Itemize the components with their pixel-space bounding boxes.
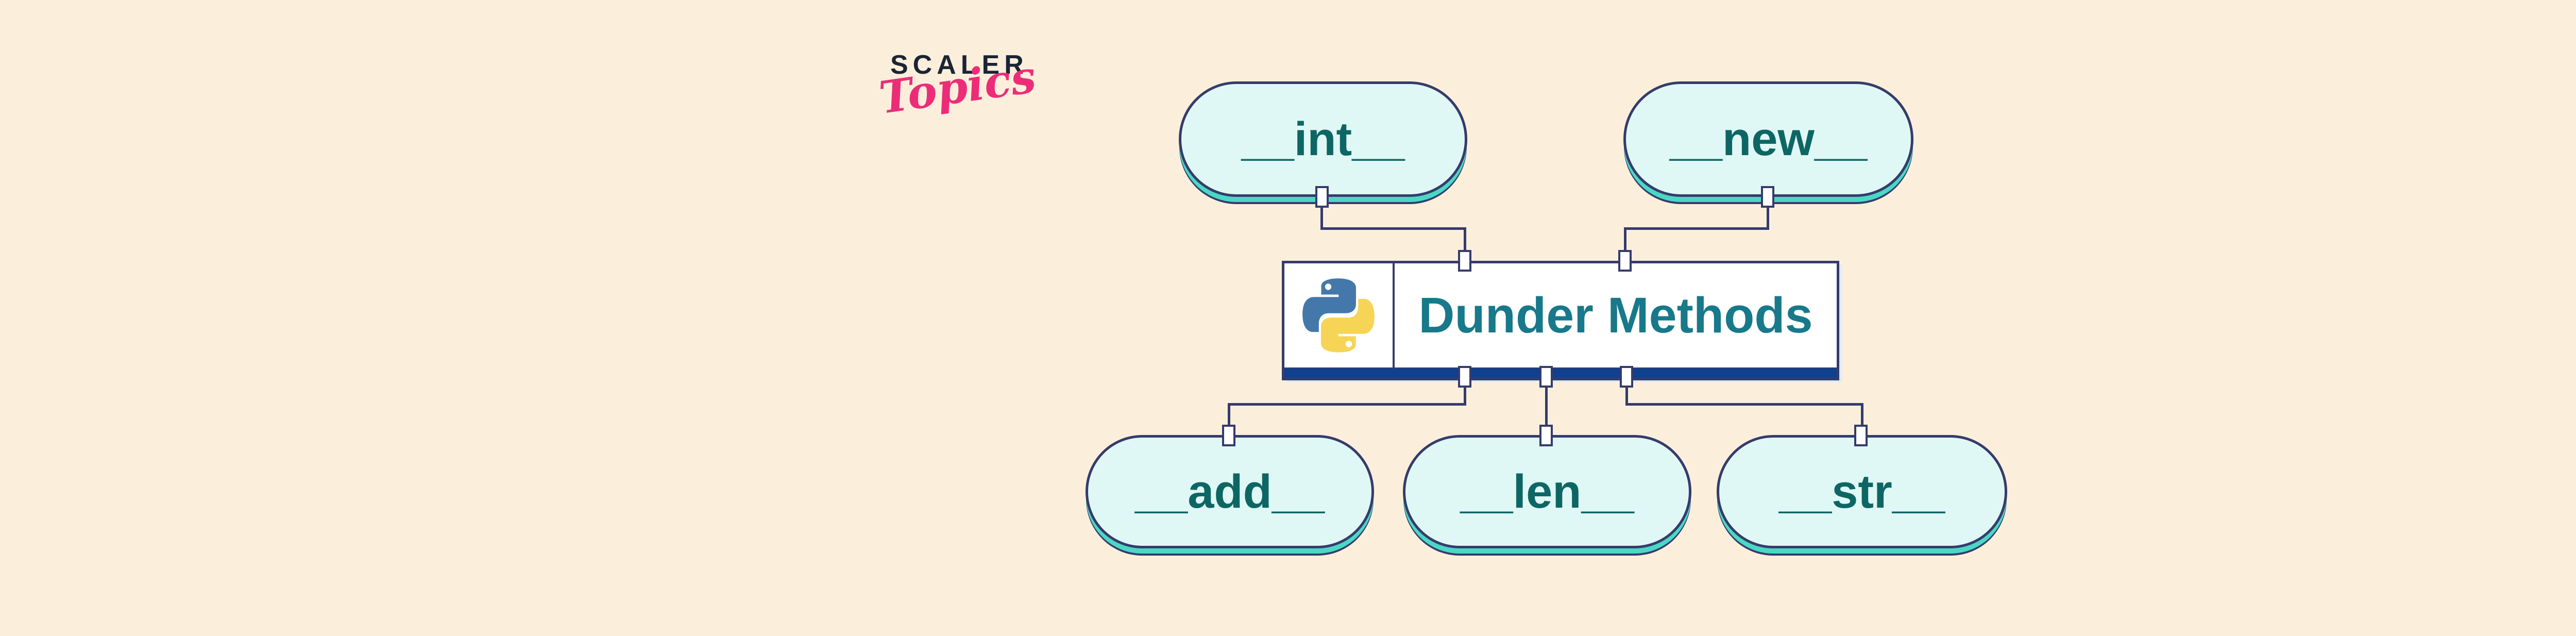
method-node-new: __new__ [1623, 81, 1913, 197]
method-label-add: __add__ [1134, 465, 1325, 518]
connector-line [1320, 197, 1323, 230]
method-label-str: __str__ [1778, 465, 1945, 518]
connector-port [1854, 425, 1868, 446]
brand-name: SCALER [890, 50, 1028, 80]
connector-line [1767, 197, 1769, 230]
method-node-len: __len__ [1403, 435, 1691, 548]
connector-line [1625, 377, 1628, 406]
connector-port [1761, 186, 1774, 208]
connector-port [1315, 186, 1329, 208]
python-logo-icon [1302, 278, 1375, 353]
method-node-str: __str__ [1717, 435, 2007, 548]
center-node-content: Dunder Methods [1284, 263, 1837, 367]
connector-line [1625, 403, 1863, 406]
connector-line [1624, 227, 1769, 230]
method-label-len: __len__ [1460, 465, 1634, 518]
connector-line [1464, 227, 1466, 263]
connector-line [1624, 227, 1626, 263]
connector-line [1228, 403, 1466, 406]
connector-line [1464, 377, 1466, 406]
connector-line [1320, 227, 1466, 230]
center-accent-bar [1284, 367, 1837, 378]
connector-line [1545, 377, 1548, 438]
connector-port [1618, 250, 1632, 272]
connector-port [1539, 425, 1553, 446]
center-title-cell: Dunder Methods [1395, 263, 1837, 367]
center-title: Dunder Methods [1418, 287, 1813, 343]
method-label-int: __int__ [1241, 112, 1405, 165]
connector-port [1458, 366, 1471, 388]
method-label-new: __new__ [1669, 112, 1868, 165]
connector-line [1228, 403, 1230, 438]
method-node-add: __add__ [1086, 435, 1374, 548]
python-logo-cell [1284, 263, 1395, 367]
connector-port [1222, 425, 1235, 446]
method-node-int: __int__ [1179, 81, 1467, 197]
center-node: Dunder Methods [1282, 261, 1839, 380]
connector-line [1861, 403, 1863, 438]
connector-port [1458, 250, 1471, 272]
brand-logo: SCALER Topics [876, 45, 1041, 143]
connector-port [1539, 366, 1553, 388]
connector-port [1620, 366, 1633, 388]
